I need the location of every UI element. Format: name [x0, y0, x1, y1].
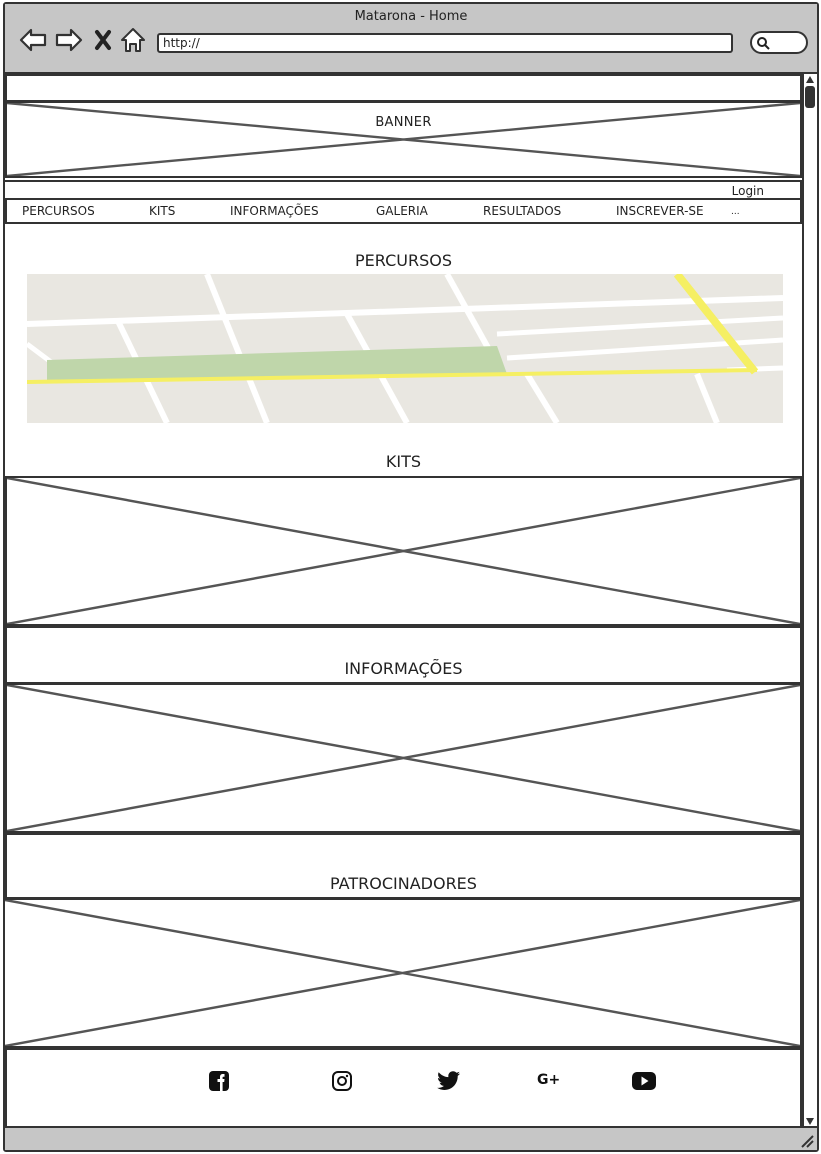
instagram-icon[interactable] — [331, 1070, 353, 1092]
window-title: Matarona - Home — [354, 9, 468, 24]
menu-item-kits[interactable]: KITS — [149, 204, 176, 218]
status-bar — [5, 1126, 817, 1150]
search-icon — [757, 37, 770, 50]
menu-item-galeria[interactable]: GALERIA — [376, 204, 428, 218]
banner-placeholder: BANNER — [5, 101, 802, 178]
facebook-icon[interactable] — [208, 1070, 230, 1092]
menu-item-informacoes[interactable]: INFORMAÇÕES — [230, 204, 319, 218]
youtube-icon[interactable] — [631, 1070, 657, 1092]
scroll-up-arrow[interactable] — [806, 76, 814, 83]
vertical-scrollbar[interactable] — [802, 74, 817, 1128]
main-menu: PERCURSOS KITS INFORMAÇÕES GALERIA RESUL… — [5, 198, 802, 224]
banner-label: BANNER — [375, 115, 432, 130]
menu-item-inscrever-se[interactable]: INSCREVER-SE — [616, 204, 704, 218]
kits-title: KITS — [385, 452, 422, 471]
twitter-icon[interactable] — [437, 1071, 461, 1091]
page-viewport: BANNER Login PERCURSOS KITS INFORMAÇÕES … — [3, 74, 802, 1128]
resize-grip-icon[interactable] — [800, 1134, 814, 1148]
informacoes-header-box — [5, 626, 802, 684]
kits-placeholder — [5, 476, 802, 626]
login-bar: Login — [5, 180, 802, 198]
patrocinadores-title: PATROCINADORES — [330, 874, 477, 893]
home-icon[interactable] — [119, 26, 147, 54]
forward-icon[interactable] — [54, 26, 84, 54]
browser-toolbar: Matarona - Home http:// — [5, 4, 817, 74]
top-strip — [5, 74, 802, 102]
scroll-thumb[interactable] — [805, 86, 815, 108]
search-box[interactable] — [750, 31, 808, 54]
informacoes-title: INFORMAÇÕES — [344, 659, 463, 678]
stop-icon[interactable] — [93, 26, 113, 54]
menu-item-percursos[interactable]: PERCURSOS — [22, 204, 95, 218]
informacoes-placeholder — [5, 683, 802, 833]
patrocinadores-placeholder — [3, 898, 802, 1048]
menu-item-more[interactable]: ... — [731, 207, 740, 217]
footer: G+ — [5, 1048, 802, 1128]
route-map[interactable] — [27, 274, 783, 423]
menu-item-resultados[interactable]: RESULTADOS — [483, 204, 562, 218]
percursos-title: PERCURSOS — [355, 251, 452, 270]
browser-window: Matarona - Home http:// BANNER Login PER… — [3, 2, 819, 1152]
url-input[interactable]: http:// — [157, 33, 733, 53]
login-link[interactable]: Login — [731, 184, 764, 198]
google-plus-icon[interactable]: G+ — [537, 1072, 561, 1088]
back-icon[interactable] — [18, 26, 48, 54]
scroll-down-arrow[interactable] — [806, 1118, 814, 1125]
